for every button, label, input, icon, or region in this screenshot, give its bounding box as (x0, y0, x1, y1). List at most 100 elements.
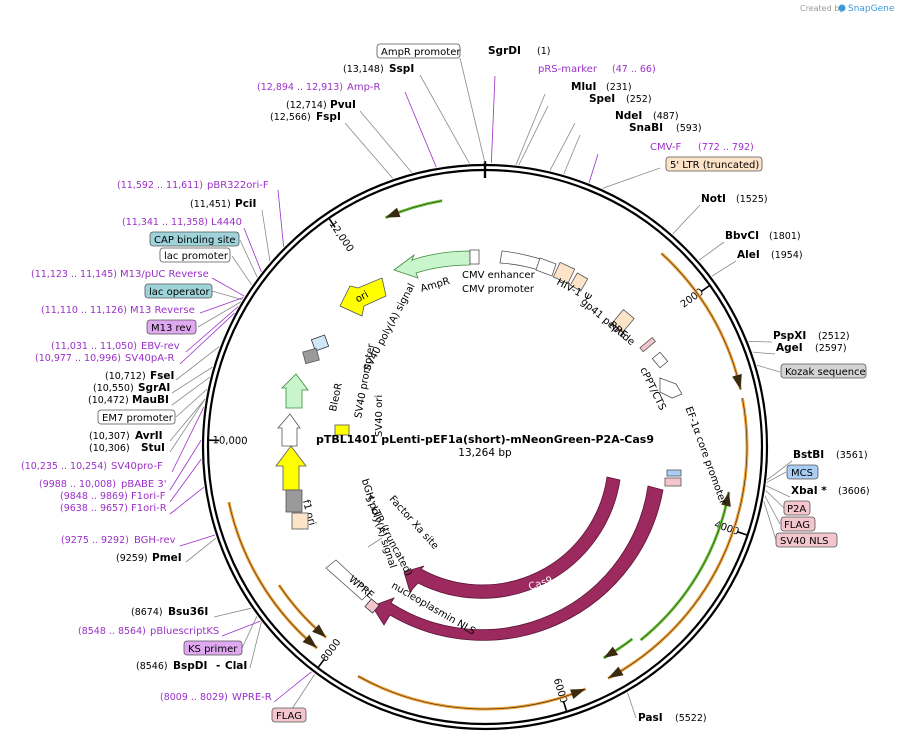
primer-m13-reverse[interactable]: (11,110 .. 11,126)M13 Reverse (41, 305, 195, 316)
feature-label-flag-left[interactable]: FLAG (271, 707, 307, 723)
enzyme-name: BstBI (793, 449, 824, 461)
ef1a-label: EF-1α core promoter (683, 405, 729, 506)
primer-name: pBluescriptKS (150, 626, 219, 637)
feature-label-lac-operator[interactable]: lac operator (144, 283, 213, 299)
primer-m13-puc-reverse[interactable]: (11,123 .. 11,145)M13/pUC Reverse (31, 269, 209, 280)
gp41-box (639, 336, 656, 353)
arc-green-3-arrowhead (385, 207, 401, 218)
feature-label-text: lac promoter (164, 251, 229, 262)
feature-label-text: P2A (787, 504, 806, 515)
enzyme-pspxi[interactable]: PspXI(2512) (773, 330, 850, 342)
primer-sv40pro-f[interactable]: (10,235 .. 10,254)SV40pro-F (21, 461, 163, 472)
enzyme-pmei[interactable]: (9259)PmeI (116, 552, 182, 564)
label-leader (179, 312, 235, 365)
arc-green-1-edge (640, 491, 730, 641)
feature-label-5ltr-truncated[interactable]: 5' LTR (truncated) (665, 156, 763, 172)
enzyme-sspi[interactable]: (13,148)SspI (343, 63, 414, 75)
ltr-box-1 (552, 261, 576, 285)
mcs-box (666, 469, 682, 477)
feature-label-text: CAP binding site (154, 235, 236, 246)
ori-arrow (339, 277, 387, 317)
arc-green-1-arrowhead (721, 491, 731, 507)
primer-bgh-rev[interactable]: (9275 .. 9292)BGH-rev (61, 535, 176, 546)
feature-label-kozak[interactable]: Kozak sequence (780, 363, 867, 379)
primer-range: (11,341 .. 11,358) (122, 217, 208, 228)
primer-cmv-f[interactable]: CMV-F(772 .. 792) (650, 142, 754, 153)
enzyme-snabi[interactable]: SnaBI(593) (629, 122, 702, 134)
label-leader (672, 204, 701, 235)
feature-label-m13-rev[interactable]: M13 rev (146, 319, 197, 335)
enzyme-fsei[interactable]: (10,712)FseI (105, 370, 174, 382)
enzyme-agei[interactable]: AgeI(2597) (776, 342, 847, 354)
enzyme-stui[interactable]: (10,306)StuI (89, 442, 165, 454)
enzyme-name: PspXI (773, 330, 806, 342)
primer-name: SV40pA-R (125, 353, 174, 364)
backbone-tick (328, 218, 336, 228)
feature-label-mcs[interactable]: MCS (786, 464, 819, 480)
primer-range: (772 .. 792) (698, 142, 754, 153)
enzyme-bsu36i[interactable]: (8674)Bsu36I (131, 606, 208, 618)
primer-f1ori-f[interactable]: (9848 .. 9869)F1ori-F (60, 491, 166, 502)
enzyme-pcii[interactable]: (11,451)PciI (190, 198, 256, 210)
enzyme-position: (1525) (736, 194, 768, 205)
enzyme-sgrai[interactable]: (10,550)SgrAI (93, 382, 170, 394)
primer-name: BGH-rev (134, 535, 176, 546)
enzyme-spei[interactable]: SpeI(252) (589, 93, 652, 105)
primer-f1ori-r[interactable]: (9638 .. 9657)F1ori-R (60, 503, 167, 514)
enzyme-name: AleI (737, 249, 760, 261)
enzyme-avrii[interactable]: (10,307)AvrII (89, 430, 163, 442)
feature-label-cap-binding-site[interactable]: CAP binding site (149, 231, 240, 247)
backbone-tick (562, 700, 568, 711)
enzyme-ndei[interactable]: NdeI(487) (615, 110, 679, 122)
label-leader (175, 388, 208, 418)
enzyme-name: NotI (701, 193, 726, 205)
feature-label-em7-promoter[interactable]: EM7 promoter (97, 409, 176, 425)
enzyme-pvui[interactable]: (12,714)PvuI (286, 99, 356, 111)
feature-label-p2a[interactable]: P2A (783, 500, 811, 516)
enzyme-bstbi[interactable]: BstBI(3561) (793, 449, 868, 461)
enzyme-name: Bsu36I (168, 606, 208, 618)
primer-ebv-rev[interactable]: (11,031 .. 11,050)EBV-rev (51, 341, 180, 352)
label-leader (588, 153, 599, 183)
primer-name: M13/pUC Reverse (120, 269, 209, 280)
plasmid-title: pTBL1401 pLenti-pEF1a(short)-mNeonGreen-… (316, 433, 654, 459)
primer-l4440[interactable]: (11,341 .. 11,358)L4440 (122, 217, 242, 228)
feature-label-flag-right[interactable]: FLAG (780, 516, 816, 532)
tick-label: 10,000 (212, 435, 247, 447)
feature-label-sv40-nls[interactable]: SV40 NLS (775, 532, 838, 548)
enzyme-mlui[interactable]: MluI(231) (571, 81, 632, 93)
label-leader (249, 621, 262, 669)
bgh-box (285, 489, 303, 513)
enzyme-position: (12,714) (286, 100, 327, 111)
enzyme-pasi[interactable]: PasI(5522) (638, 712, 707, 724)
enzyme-alei[interactable]: AleI(1954) (737, 249, 803, 261)
enzyme-separator: - (216, 660, 220, 672)
p2a-box (664, 477, 682, 487)
enzyme-sgrdi[interactable]: SgrDI(1) (488, 45, 550, 57)
primer-sv40pa-r[interactable]: (10,977 .. 10,996)SV40pA-R (35, 353, 174, 364)
enzyme-position: (11,451) (190, 199, 231, 210)
enzyme-xbai[interactable]: XbaI *(3606) (791, 485, 870, 497)
primer-wpre-r[interactable]: (8009 .. 8029)WPRE-R (160, 692, 272, 703)
enzyme-bspdi-clai[interactable]: (8546)BspDI-ClaI (136, 660, 247, 672)
primer-name: WPRE-R (232, 692, 272, 703)
feature-label-ks-primer[interactable]: KS primer (183, 640, 243, 656)
primer-range: (11,110 .. 11,126) (41, 305, 127, 316)
primer-pbabe3[interactable]: (9988 .. 10,008)pBABE 3' (39, 479, 167, 490)
enzyme-bbvci[interactable]: BbvCI(1801) (725, 230, 801, 242)
primer-pbr322ori-f[interactable]: (11,592 .. 11,611)pBR322ori-F (117, 180, 269, 191)
enzyme-maubi[interactable]: (10,472)MauBI (88, 394, 169, 406)
primer-pbluescriptks[interactable]: (8548 .. 8564)pBluescriptKS (78, 626, 219, 637)
feature-label-ampr-promoter[interactable]: AmpR promoter (376, 43, 461, 59)
plasmid-length: 13,264 bp (458, 447, 512, 459)
feature-label-lac-promoter[interactable]: lac promoter (159, 247, 231, 263)
f1-ori-arrow (275, 445, 307, 491)
enzyme-noti[interactable]: NotI (1525) (701, 193, 768, 205)
primer-prs-marker[interactable]: pRS-marker(47 .. 66) (538, 64, 656, 75)
primer-amp-r[interactable]: (12,894 .. 12,913)Amp-R (257, 82, 381, 93)
enzyme-position: (10,712) (105, 371, 146, 382)
arc-orange-2-edge (607, 398, 748, 679)
label-leader (602, 167, 661, 189)
enzyme-fspi[interactable]: (12,566)FspI (270, 111, 341, 123)
